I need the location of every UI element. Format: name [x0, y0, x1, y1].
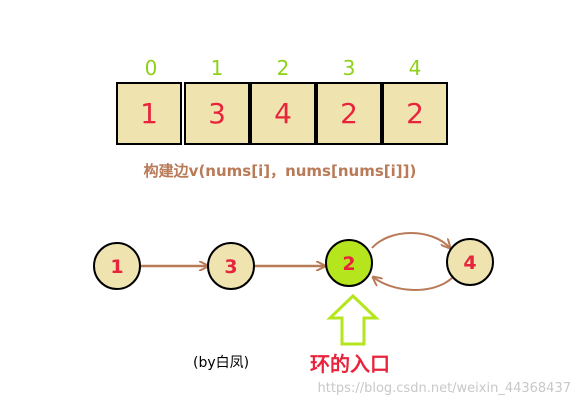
array-index-3: 3 [342, 56, 356, 80]
graph-node-1-label: 1 [110, 256, 123, 278]
array-cell-0: 1 [116, 82, 182, 145]
array-index-2: 2 [276, 56, 290, 80]
array-cell-1: 3 [184, 82, 250, 145]
graph-node-2-label: 2 [342, 253, 355, 275]
array-cell-4: 2 [382, 82, 448, 145]
entry-pointer-arrow [326, 293, 380, 346]
graph-node-3-label: 3 [224, 256, 237, 278]
watermark: https://blog.csdn.net/weixin_44368437 [317, 381, 571, 396]
graph-node-4-label: 4 [463, 252, 476, 274]
edge-construction-caption: 构建边v(nums[i]，nums[nums[i]]) [143, 162, 417, 180]
graph-node-1-circle [93, 242, 141, 290]
array-cell-3: 2 [316, 82, 382, 145]
array-index-0: 0 [144, 56, 158, 80]
author-note: (by白凤) [193, 355, 250, 371]
array-index-1: 1 [210, 56, 224, 80]
edge-4-to-2 [373, 277, 453, 291]
graph-node-2-circle [325, 239, 373, 287]
array-index-4: 4 [408, 56, 422, 80]
array-cell-2: 4 [250, 82, 316, 145]
cycle-entry-label: 环的入口 [310, 352, 390, 376]
graph-node-4-circle [446, 238, 494, 286]
edge-2-to-4 [371, 232, 450, 248]
graph-node-3-circle [207, 242, 255, 290]
